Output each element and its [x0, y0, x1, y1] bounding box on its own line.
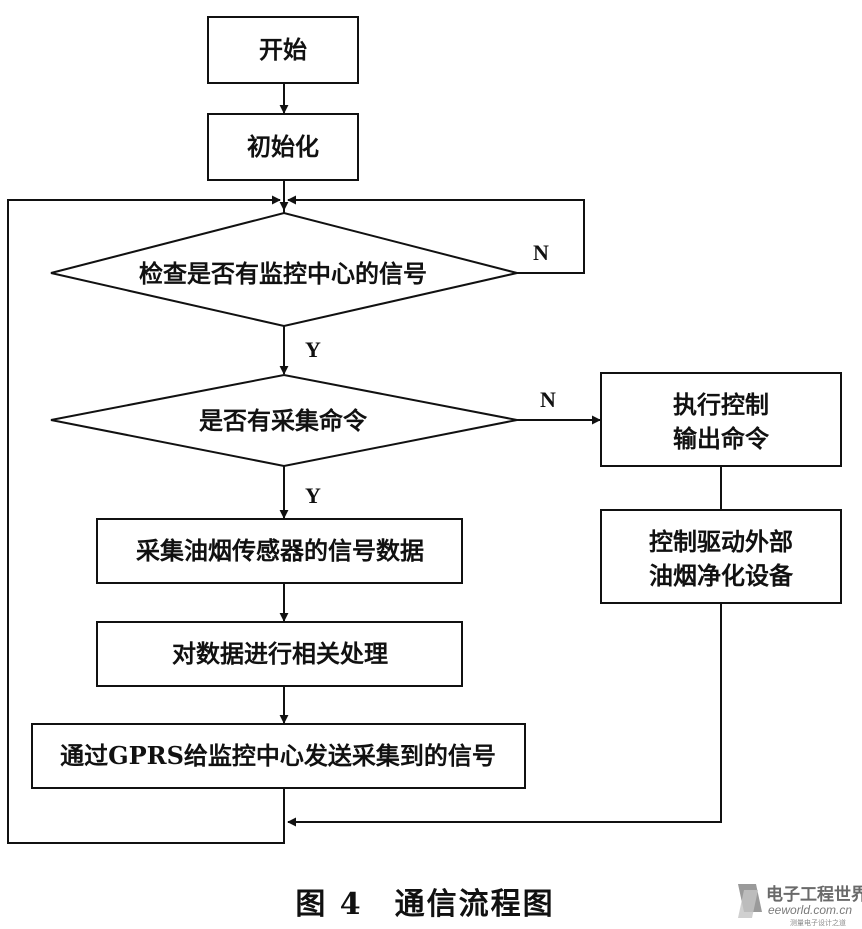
- figure-caption: 图 4 通信流程图: [295, 887, 554, 922]
- watermark-logo: 电子工程世界 eeworld.com.cn 测量电子设计之道: [738, 884, 862, 927]
- command-no-label: N: [540, 387, 556, 412]
- send-label: 通过GPRS给监控中心发送采集到的信号: [60, 741, 496, 770]
- watermark-sub-text: 测量电子设计之道: [790, 918, 846, 927]
- process-box: [96, 621, 463, 687]
- drive-label-line1: 控制驱动外部: [649, 527, 793, 556]
- watermark-url-text: eeworld.com.cn: [768, 903, 852, 917]
- exec-label-line1: 执行控制: [673, 390, 769, 419]
- command-yes-label: Y: [305, 483, 321, 508]
- signal-no-label: N: [533, 240, 549, 265]
- init-label: 初始化: [247, 132, 319, 161]
- loop-signal-no: [287, 195, 585, 274]
- watermark-main-text: 电子工程世界: [766, 884, 862, 905]
- process-label: 对数据进行相关处理: [172, 639, 388, 668]
- exec-label-line2: 输出命令: [673, 424, 770, 453]
- check-command-label: 是否有采集命令: [199, 406, 368, 435]
- start-label: 开始: [259, 35, 307, 64]
- collect-label: 采集油烟传感器的信号数据: [136, 536, 424, 565]
- drive-label-line2: 油烟净化设备: [649, 561, 794, 590]
- check-signal-label: 检查是否有监控中心的信号: [139, 259, 427, 288]
- loop-return-outer: [7, 195, 285, 844]
- watermark-emblem-icon: [738, 884, 762, 918]
- signal-yes-label: Y: [305, 337, 321, 362]
- line-drive-return: [287, 603, 722, 827]
- collect-box: [96, 518, 463, 584]
- send-box: [31, 723, 526, 789]
